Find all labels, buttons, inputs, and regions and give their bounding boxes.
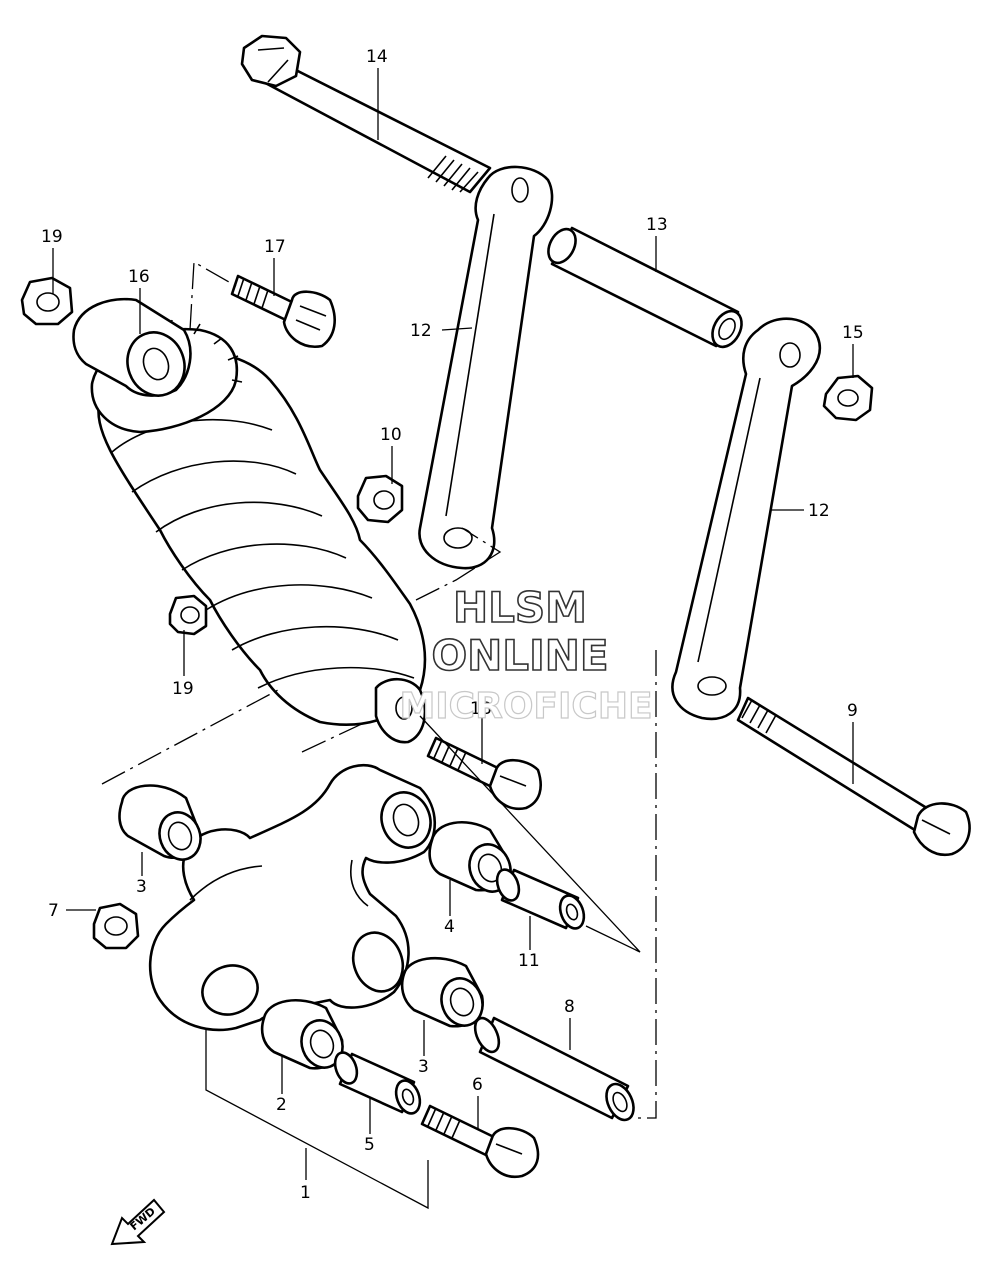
leader-lines	[52, 68, 854, 1180]
callout-10: 10	[380, 425, 402, 445]
watermark: HLSM ONLINE MICROFICHE	[399, 582, 653, 727]
watermark-line-2: ONLINE	[431, 631, 608, 680]
part-17-bolt[interactable]	[230, 274, 336, 348]
callout-5: 5	[364, 1135, 375, 1155]
callout-3-lower: 3	[418, 1057, 429, 1077]
callout-2: 2	[276, 1095, 287, 1115]
callout-8: 8	[564, 997, 575, 1017]
part-19-nut-middle[interactable]	[168, 594, 208, 636]
callout-12-right: 12	[808, 501, 830, 521]
part-5-sleeve[interactable]	[331, 1050, 424, 1117]
part-12-link-right[interactable]	[671, 317, 821, 721]
callout-14: 14	[366, 47, 388, 67]
callout-15: 15	[842, 323, 864, 343]
part-8-sleeve[interactable]	[470, 1014, 639, 1124]
callout-19-top: 19	[41, 227, 63, 247]
callout-11: 11	[518, 951, 540, 971]
watermark-line-1: HLSM	[453, 583, 587, 632]
callout-3-left: 3	[136, 877, 147, 897]
part-14-bolt[interactable]	[240, 34, 492, 194]
part-12-link-left[interactable]	[418, 165, 554, 570]
part-10-nut[interactable]	[356, 474, 404, 524]
callout-6: 6	[472, 1075, 483, 1095]
part-9-bolt[interactable]	[736, 696, 971, 857]
forward-arrow-icon: FWD	[110, 1198, 166, 1246]
part-6-bolt[interactable]	[420, 1104, 540, 1179]
callout-13: 13	[646, 215, 668, 235]
part-4-bushing[interactable]	[428, 821, 517, 897]
callout-19-middle: 19	[172, 679, 194, 699]
watermark-line-3: MICROFICHE	[399, 686, 652, 727]
part-18-bolt[interactable]	[426, 736, 542, 811]
part-7-nut[interactable]	[92, 902, 140, 950]
part-3-bushing-lower[interactable]	[400, 956, 489, 1031]
callout-18: 18	[470, 699, 492, 719]
part-16-shock-absorber[interactable]	[72, 297, 427, 744]
callout-16: 16	[128, 267, 150, 287]
part-15-nut[interactable]	[822, 374, 874, 422]
part-3-bushing-left[interactable]	[118, 784, 208, 866]
part-11-sleeve[interactable]	[493, 867, 588, 932]
part-2-bushing[interactable]	[260, 999, 349, 1073]
callout-1: 1	[300, 1183, 311, 1203]
callout-17: 17	[264, 237, 286, 257]
callout-7: 7	[48, 901, 59, 921]
part-13-spacer[interactable]	[543, 224, 747, 351]
callout-9: 9	[847, 701, 858, 721]
callout-4: 4	[444, 917, 455, 937]
part-1-cushion-lever[interactable]	[148, 763, 438, 1032]
callout-labels: 14 19 16 17 12 13 15 10 12 19 18 9 3 7 4…	[41, 47, 864, 1203]
part-19-nut-top[interactable]	[20, 276, 74, 326]
callout-12-left: 12	[410, 321, 432, 341]
assembly-lines	[101, 260, 657, 1210]
